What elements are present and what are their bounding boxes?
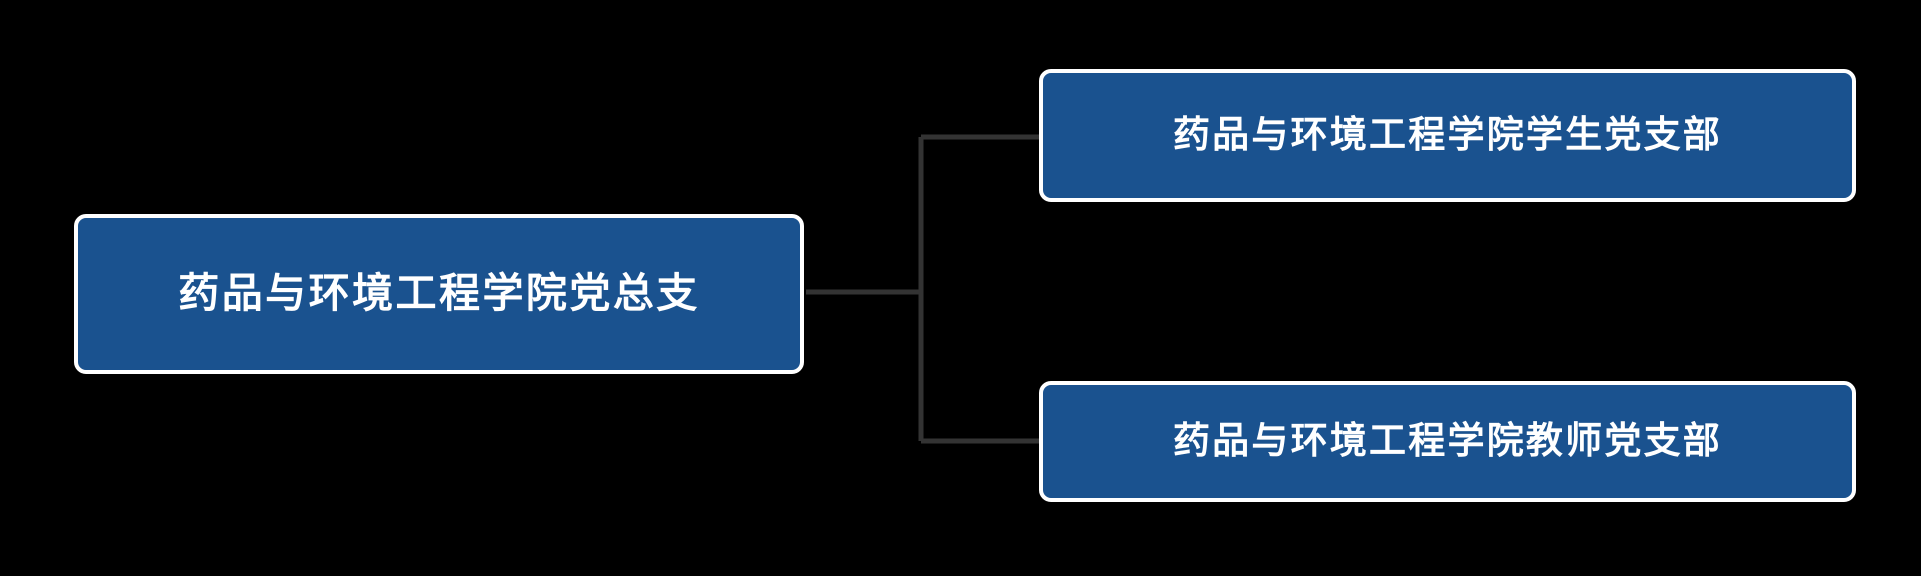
org-node-teacher-branch[interactable]: 药品与环境工程学院教师党支部 xyxy=(1039,381,1856,502)
org-node-student-branch[interactable]: 药品与环境工程学院学生党支部 xyxy=(1039,69,1856,202)
org-node-teacher-branch-label: 药品与环境工程学院教师党支部 xyxy=(1172,420,1723,462)
org-node-root[interactable]: 药品与环境工程学院党总支 xyxy=(74,214,804,374)
org-node-root-label: 药品与环境工程学院党总支 xyxy=(178,270,700,317)
org-node-student-branch-label: 药品与环境工程学院学生党支部 xyxy=(1172,114,1723,156)
